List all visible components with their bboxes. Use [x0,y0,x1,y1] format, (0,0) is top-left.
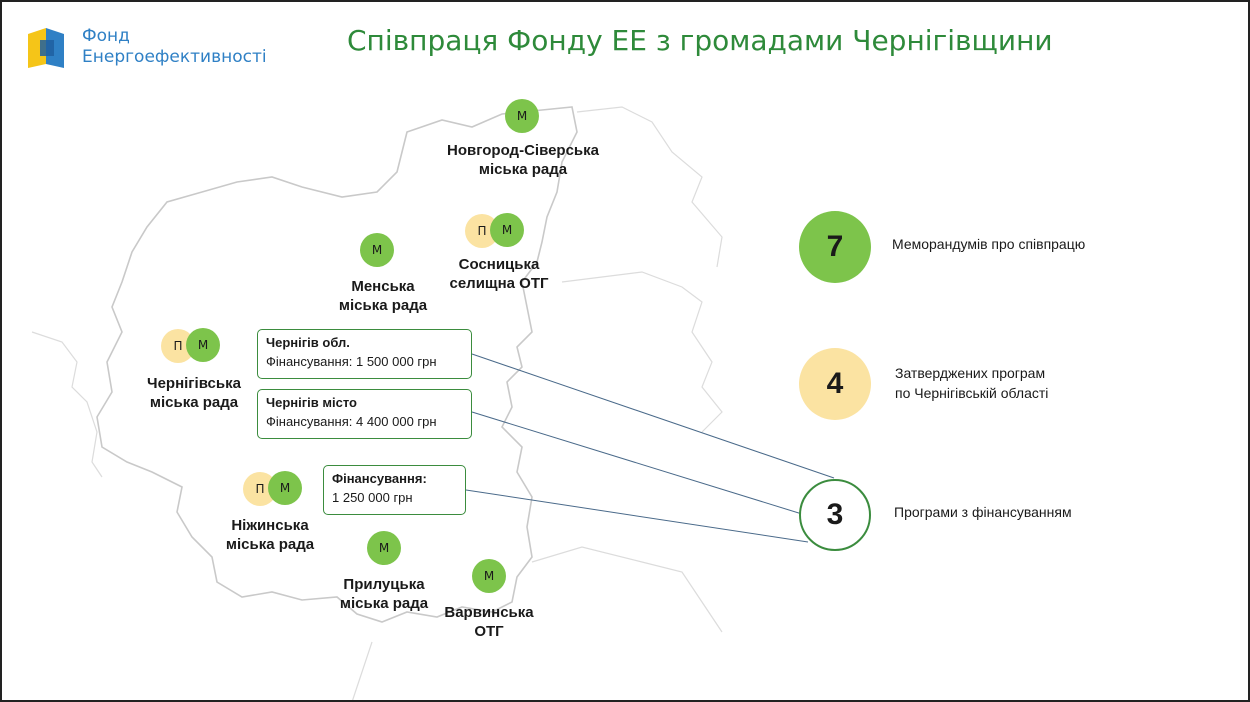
community-name-line: ОТГ [474,623,504,640]
neighbor-border-northeast [576,106,723,268]
fund-logo: Фонд Енергоефективності [26,24,326,74]
community-label-mena: Менська міська рада [339,277,427,315]
memorandum-badge-nizhyn: М [268,471,302,505]
stat-circle-memoranda: 7 [799,211,871,283]
memorandum-badge-varva: М [472,559,506,593]
community-label-chernihiv: Чернігівська міська рада [147,374,241,412]
logo-line-1: Фонд [82,26,130,46]
community-label-nizhyn: Ніжинська міська рада [226,516,314,554]
community-name-line: міська рада [338,297,428,314]
funding-box-oblast: Чернігів обл. Фінансування: 1 500 000 гр… [257,329,472,379]
community-name-line: Ніжинська [231,517,309,534]
stat-circle-approved: 4 [799,348,871,420]
community-label-sosnytsia: Сосницька селищна ОТГ [450,255,549,293]
stat-label-line: Меморандумів про співпрацю [892,236,1086,252]
stat-label-approved: Затверджених програм по Чернігівській об… [895,363,1048,403]
memorandum-badge-novhorod: М [505,99,539,133]
community-name-line: міська рада [478,161,568,178]
community-label-varva: Варвинська ОТГ [444,603,533,641]
logo-line-2: Енергоефективності [82,47,267,67]
memorandum-badge-chernihiv: М [186,328,220,362]
stat-label-line: по Чернігівській області [895,385,1049,401]
connector-city [471,411,803,515]
community-name-line: Прилуцька [343,576,425,593]
stat-label-line: Затверджених програм [895,365,1046,381]
oblast-outline [96,106,578,623]
funding-box-title: Чернігів обл. [266,335,350,350]
community-name-line: Сосницька [458,256,540,273]
stat-label-memoranda: Меморандумів про співпрацю [892,234,1085,254]
community-name-line: міська рада [225,536,315,553]
community-name-line: Менська [351,278,415,295]
memorandum-badge-mena: М [360,233,394,267]
neighbor-border-west [31,331,103,478]
memorandum-badge-sosnytsia: М [490,213,524,247]
community-name-line: міська рада [339,595,429,612]
stat-label-line: Програми з фінансуванням [894,504,1072,520]
connector-oblast [471,353,835,479]
neighbor-border-south [352,641,373,700]
stat-circle-funded: 3 [799,479,871,551]
connector-nizhyn [465,489,809,543]
funding-box-nizhyn: Фінансування: 1 250 000 грн [323,465,466,515]
funding-box-text: Фінансування: 4 400 000 грн [266,414,437,429]
stat-label-funded: Програми з фінансуванням [894,502,1072,522]
memorandum-badge-pryluky: М [367,531,401,565]
funding-box-text: Фінансування: 1 500 000 грн [266,354,437,369]
community-name-line: Новгород-Сіверська [446,142,600,159]
page-title: Співпраця Фонду ЕЕ з громадами Чернігівщ… [347,24,1053,57]
funding-box-title: Чернігів місто [266,395,357,410]
neighbor-border-east [561,271,723,433]
funding-box-text: 1 250 000 грн [332,490,413,505]
community-name-line: міська рада [149,394,239,411]
community-label-novhorod: Новгород-Сіверська міська рада [447,141,599,179]
funding-box-title: Фінансування: [332,471,427,486]
funding-box-city: Чернігів місто Фінансування: 4 400 000 г… [257,389,472,439]
community-label-pryluky: Прилуцька міська рада [340,575,428,613]
community-name-line: Варвинська [444,604,534,621]
neighbor-border-southeast [531,546,723,633]
community-name-line: селищна ОТГ [449,275,549,292]
fund-logo-text: Фонд Енергоефективності [82,26,267,68]
community-name-line: Чернігівська [147,375,241,392]
fund-logo-icon [28,28,64,68]
